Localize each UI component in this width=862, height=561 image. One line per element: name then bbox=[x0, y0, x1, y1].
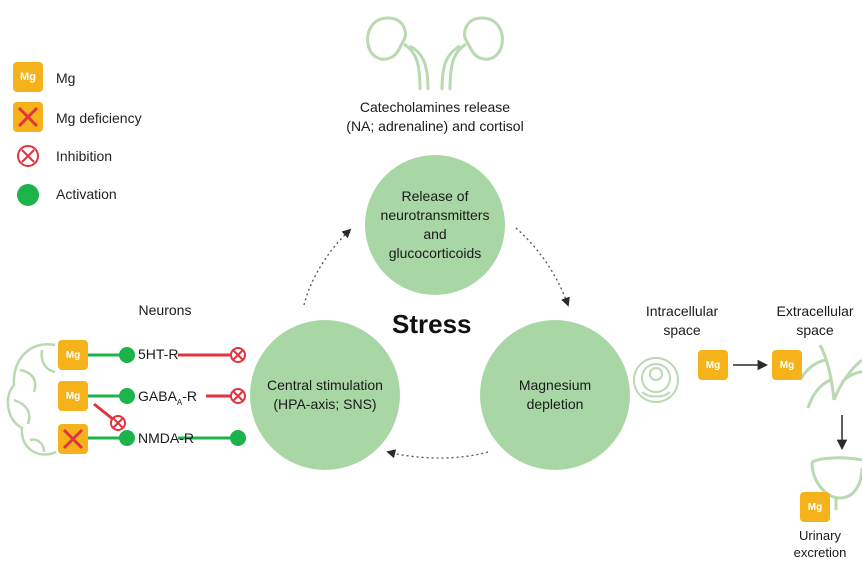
circle-release-neurotransmitters: Release of neurotransmitters and glucoco… bbox=[365, 155, 505, 295]
neuron-mg-deficiency-icon bbox=[58, 424, 88, 454]
catecholamines-caption: Catecholamines release (NA; adrenaline) … bbox=[346, 99, 524, 134]
legend-mg-label: Mg bbox=[56, 70, 76, 86]
activation-dot bbox=[230, 430, 246, 446]
activation-dot bbox=[119, 347, 135, 363]
inhibition-icon bbox=[230, 388, 246, 404]
neuron-mg-box-1: Mg bbox=[58, 340, 88, 370]
inhibition-icon bbox=[110, 415, 126, 431]
receptor-5ht: 5HT-R bbox=[138, 346, 179, 362]
inhibition-icon bbox=[230, 347, 246, 363]
circle-central-stimulation: Central stimulation (HPA-axis; SNS) bbox=[250, 320, 400, 470]
inhibition-icon bbox=[17, 145, 39, 167]
neuron-mg-box-2: Mg bbox=[58, 381, 88, 411]
intracellular-label: Intracellular space bbox=[645, 303, 719, 338]
urinary-excretion-label: Urinary excretion bbox=[793, 528, 847, 560]
brain-icon bbox=[6, 342, 57, 456]
neuron-connectors bbox=[88, 353, 232, 440]
activation-dot bbox=[119, 388, 135, 404]
stress-title: Stress bbox=[392, 309, 472, 339]
mg-intracellular-box: Mg bbox=[698, 350, 728, 380]
receptor-nmda: NMDA-R bbox=[138, 430, 194, 446]
kidneys-icon bbox=[366, 16, 504, 91]
neurons-title: Neurons bbox=[138, 302, 192, 318]
mg-deficiency-icon bbox=[13, 102, 43, 132]
extracellular-label: Extracellular space bbox=[776, 303, 854, 338]
receptor-gaba: GABAA-R bbox=[138, 388, 198, 407]
cycle-arrow-top-left bbox=[303, 228, 352, 306]
cell-icon bbox=[633, 357, 679, 403]
legend-activation-label: Activation bbox=[56, 186, 117, 202]
bladder-icon bbox=[810, 456, 862, 510]
cycle-arrow-top-right bbox=[515, 227, 570, 307]
circle-magnesium-depletion: Magnesium depletion bbox=[480, 320, 630, 470]
legend-inhibition-label: Inhibition bbox=[56, 148, 113, 164]
mg-extracellular-box: Mg bbox=[772, 350, 802, 380]
activation-dot bbox=[119, 430, 135, 446]
vessel-icon bbox=[798, 344, 862, 409]
legend-mg-deficiency-label: Mg deficiency bbox=[56, 110, 142, 126]
mg-urinary-box: Mg bbox=[800, 492, 830, 522]
activation-icon bbox=[17, 184, 39, 206]
legend-mg-box: Mg bbox=[13, 62, 43, 92]
cycle-arrow-bottom bbox=[386, 449, 489, 459]
